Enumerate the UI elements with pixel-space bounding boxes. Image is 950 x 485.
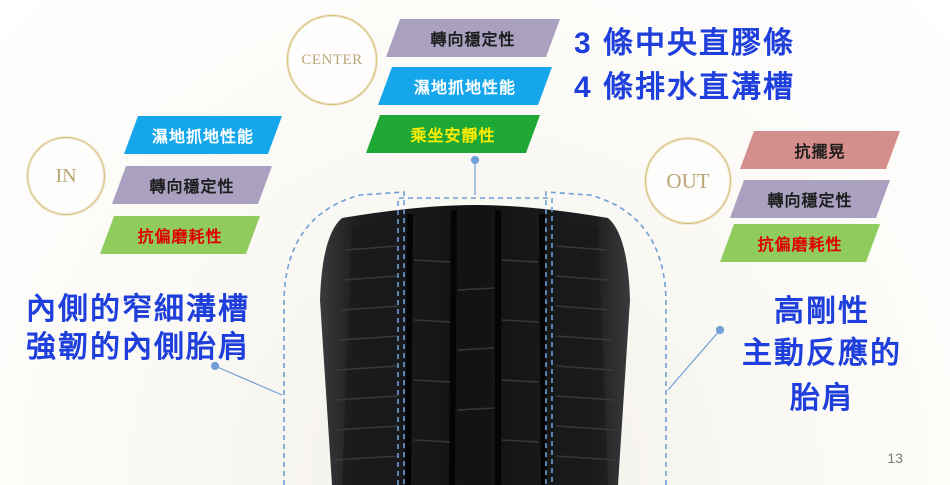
center-tag-steering: 轉向穩定性 — [386, 19, 560, 57]
in-headline-line1: 內側的窄細溝槽 — [26, 293, 250, 326]
out-badge-label: OUT — [666, 168, 710, 193]
in-badge-label: IN — [55, 164, 77, 187]
out-tag-wear: 抗偏磨耗性 — [720, 224, 880, 262]
page-number: 13 — [887, 450, 903, 466]
out-badge: OUT — [645, 138, 731, 224]
out-tag-anti-sway: 抗擺晃 — [740, 131, 900, 169]
in-tag-steering: 轉向穩定性 — [112, 166, 272, 204]
out-headline-line3: 胎肩 — [790, 382, 854, 415]
center-badge-label: CENTER — [301, 51, 363, 68]
out-tag-steering: 轉向穩定性 — [730, 180, 890, 218]
center-headline-line1: 3 條中央直膠條 — [574, 27, 796, 60]
center-headline-line2: 4 條排水直溝槽 — [574, 71, 796, 104]
out-headline-line2: 主動反應的 — [742, 337, 902, 370]
in-headline-line2: 強韌的內側胎肩 — [26, 331, 250, 364]
center-tag-wet-grip: 濕地抓地性能 — [378, 67, 552, 105]
center-badge: CENTER — [287, 15, 377, 105]
in-badge: IN — [27, 137, 105, 215]
out-headline-line1: 高剛性 — [774, 295, 870, 328]
center-tag-quiet-ride: 乘坐安靜性 — [366, 115, 540, 153]
in-tag-wear: 抗偏磨耗性 — [100, 216, 260, 254]
in-tag-wet-grip: 濕地抓地性能 — [124, 116, 282, 154]
